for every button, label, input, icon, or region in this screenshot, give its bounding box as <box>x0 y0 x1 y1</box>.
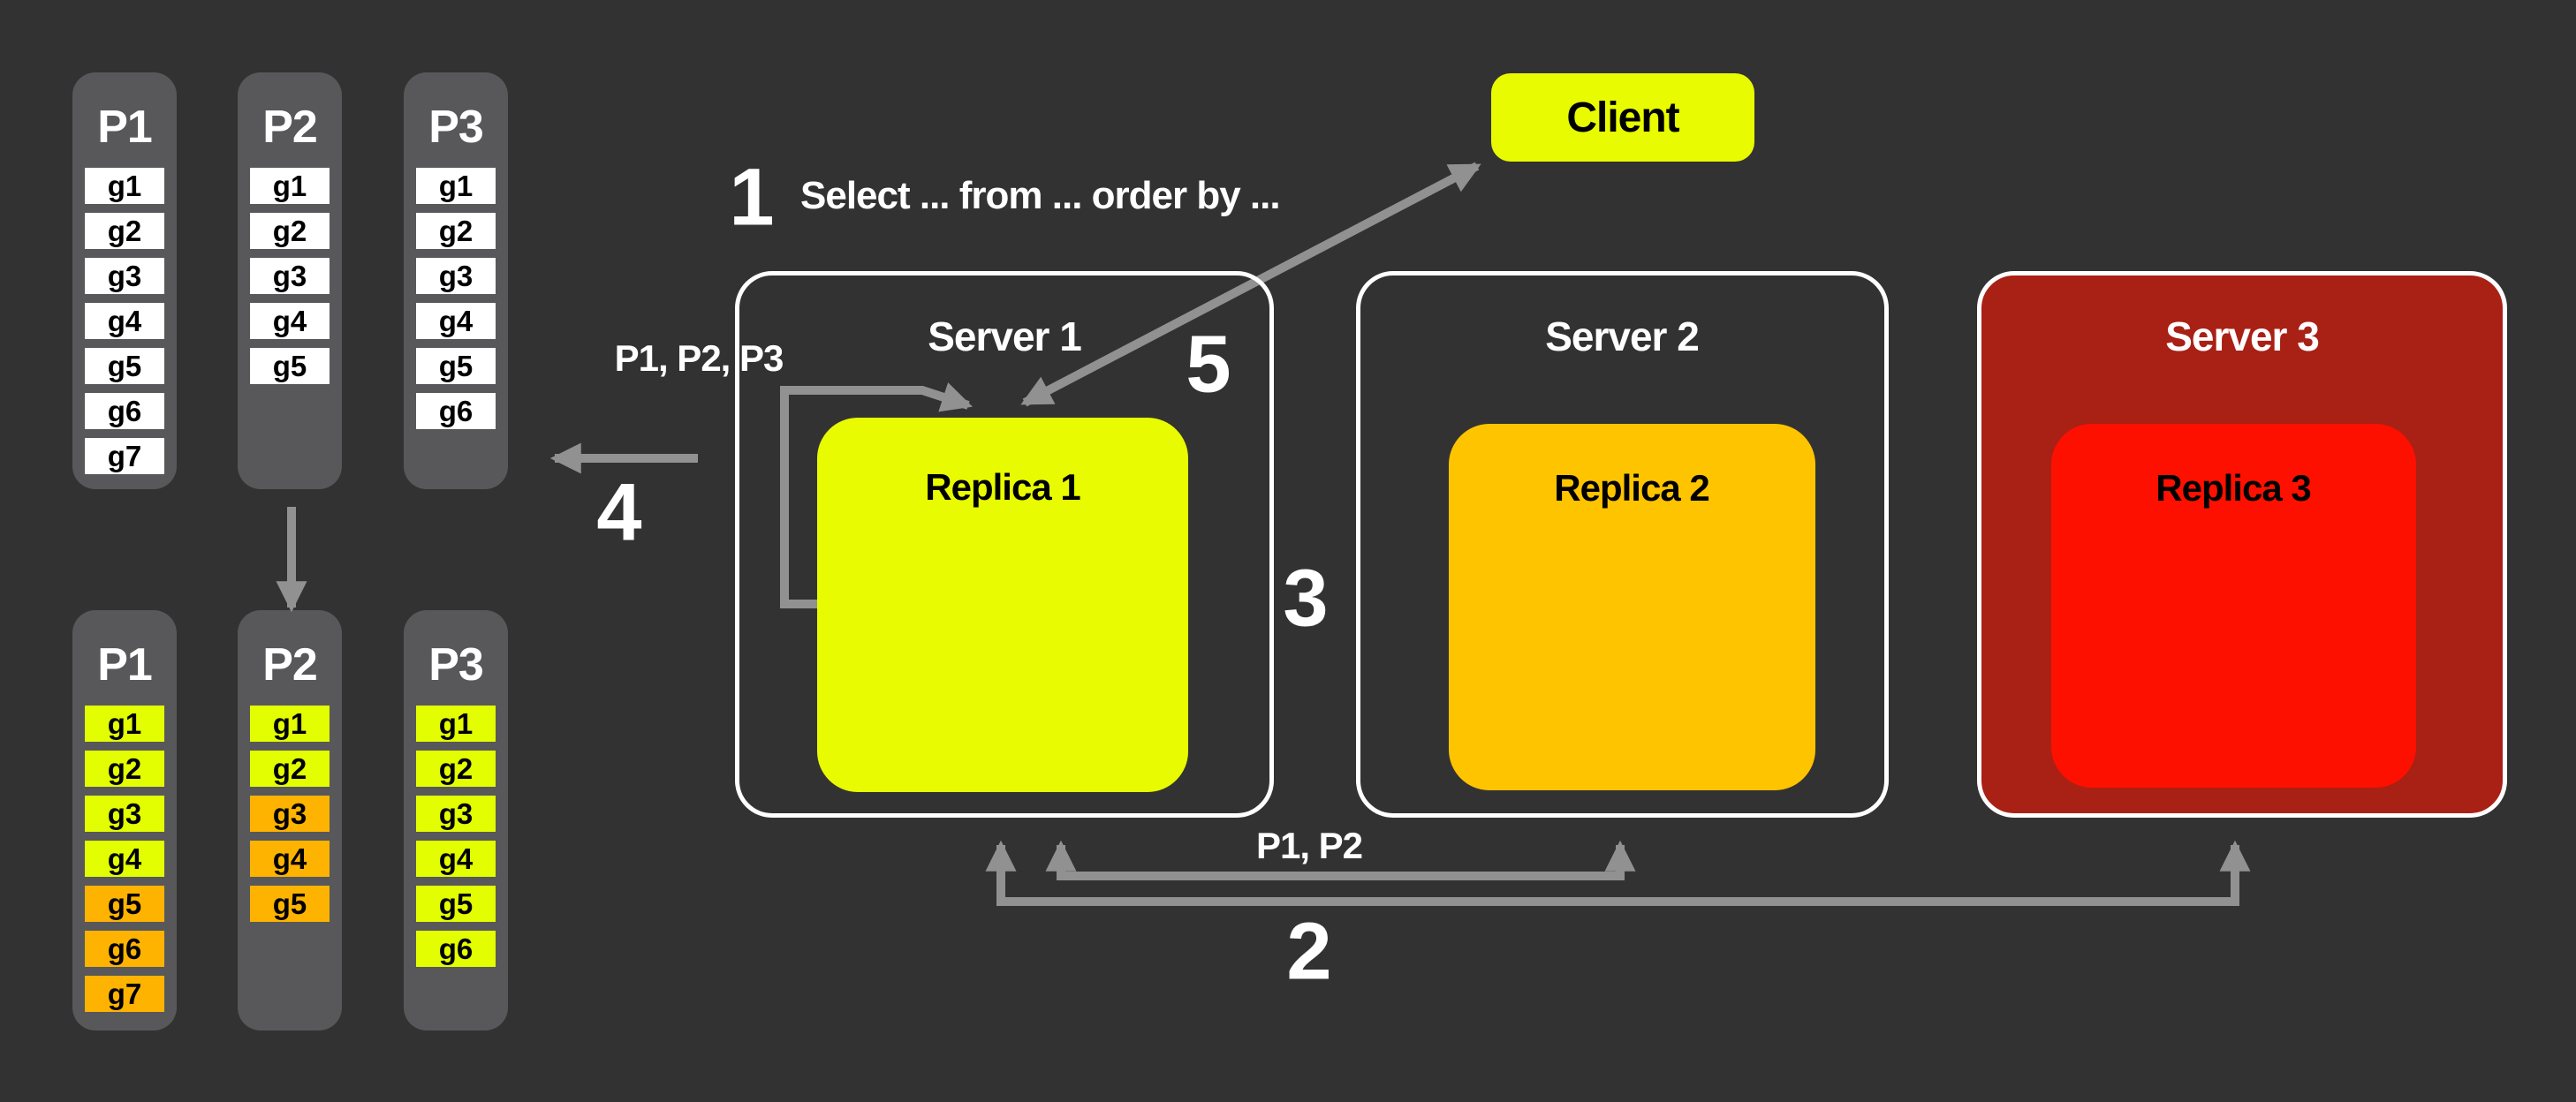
scatter-bracket-server3 <box>985 840 2251 906</box>
group-cell-g1: g1 <box>85 706 164 742</box>
client-box: Client <box>1491 73 1754 162</box>
group-cell-g3: g3 <box>250 796 330 832</box>
replica-3-box <box>2051 424 2416 788</box>
partition-column-before-p2: P2 g1 g2 g3 g4 g5 <box>238 72 342 489</box>
step-4-number: 4 <box>596 467 642 558</box>
group-cell-g1: g1 <box>85 168 164 204</box>
fanout-partitions-label: P1, P2, P3 <box>614 337 784 379</box>
group-cell-g4: g4 <box>416 841 496 877</box>
group-cell-g2: g2 <box>416 751 496 787</box>
group-cell-g1: g1 <box>416 706 496 742</box>
group-cell-g2: g2 <box>250 213 330 249</box>
group-cell-g3: g3 <box>85 796 164 832</box>
group-cell-g6: g6 <box>85 393 164 429</box>
step-1-number: 1 <box>729 152 775 243</box>
group-cell-g1: g1 <box>250 706 330 742</box>
group-cell-g4: g4 <box>250 841 330 877</box>
server-3-title: Server 3 <box>2165 313 2320 359</box>
group-cell-g5: g5 <box>416 348 496 384</box>
group-cell-g5: g5 <box>250 348 330 384</box>
step-3-number: 3 <box>1283 553 1329 644</box>
server-2-box <box>1356 271 1889 818</box>
group-cell-g3: g3 <box>250 258 330 294</box>
group-cell-g3: g3 <box>416 258 496 294</box>
group-cell-g2: g2 <box>85 751 164 787</box>
group-cell-g7: g7 <box>85 976 164 1012</box>
group-cell-g6: g6 <box>416 393 496 429</box>
query-text: Select ... from ... order by ... <box>800 174 1281 217</box>
partition-column-before-p1: P1 g1 g2 g3 g4 g5 g6 g7 <box>72 72 177 489</box>
group-cell-g3: g3 <box>416 796 496 832</box>
partition-header: P2 <box>262 639 318 691</box>
step-5-number: 5 <box>1186 319 1231 410</box>
server-1-box <box>735 271 1274 818</box>
group-cell-g4: g4 <box>85 303 164 339</box>
step-2-number: 2 <box>1286 906 1332 997</box>
group-cell-g5: g5 <box>416 886 496 922</box>
replica-2-title: Replica 2 <box>1554 467 1709 509</box>
group-cell-g1: g1 <box>250 168 330 204</box>
group-cell-g5: g5 <box>250 886 330 922</box>
server-2-title: Server 2 <box>1545 313 1700 359</box>
partition-header: P1 <box>97 639 153 691</box>
server-1-title: Server 1 <box>928 313 1082 359</box>
partition-header: P2 <box>262 102 318 153</box>
group-cell-g4: g4 <box>250 303 330 339</box>
partition-header: P3 <box>428 639 484 691</box>
group-cell-g4: g4 <box>85 841 164 877</box>
replica-2-box <box>1449 424 1815 790</box>
partition-column-after-p2: P2 g1 g2 g3 g4 g5 <box>238 610 342 1030</box>
client-label: Client <box>1566 94 1679 141</box>
replica-1-title: Replica 1 <box>925 466 1080 508</box>
partition-column-before-p3: P3 g1 g2 g3 g4 g5 g6 <box>404 72 508 489</box>
group-cell-g2: g2 <box>85 213 164 249</box>
group-cell-g2: g2 <box>250 751 330 787</box>
group-cell-g2: g2 <box>416 213 496 249</box>
group-cell-g1: g1 <box>416 168 496 204</box>
group-cell-g3: g3 <box>85 258 164 294</box>
group-cell-g7: g7 <box>85 438 164 474</box>
scatter-partitions-label: P1, P2 <box>1255 825 1363 866</box>
partition-column-after-p1: P1 g1 g2 g3 g4 g5 g6 g7 <box>72 610 177 1030</box>
partition-column-after-p3: P3 g1 g2 g3 g4 g5 g6 <box>404 610 508 1030</box>
group-cell-g5: g5 <box>85 886 164 922</box>
replica-1-box <box>817 418 1188 792</box>
partition-header: P1 <box>97 102 153 153</box>
replica-3-title: Replica 3 <box>2156 467 2311 509</box>
group-cell-g4: g4 <box>416 303 496 339</box>
group-cell-g6: g6 <box>85 931 164 967</box>
group-cell-g6: g6 <box>416 931 496 967</box>
partition-header: P3 <box>428 102 484 153</box>
group-cell-g5: g5 <box>85 348 164 384</box>
